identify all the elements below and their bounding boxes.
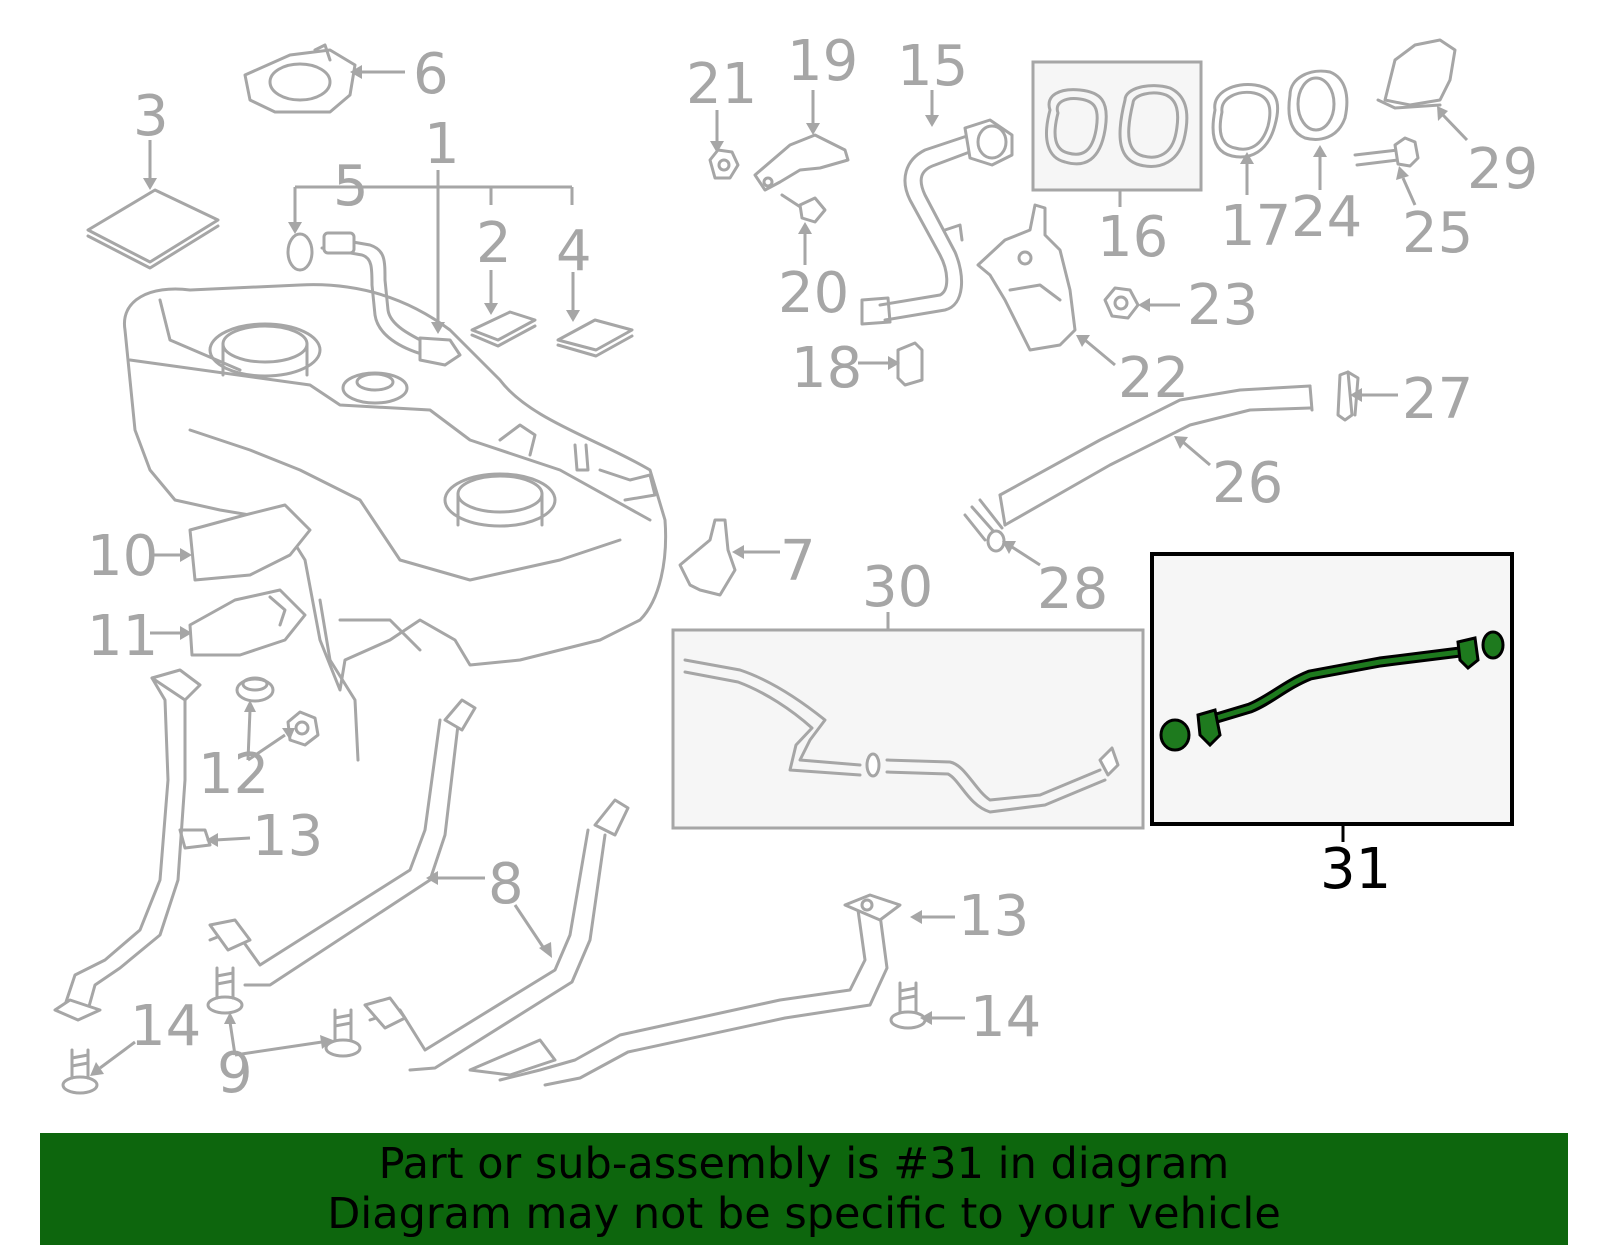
callout-12: 12 xyxy=(198,742,269,807)
part-14-bolt-right[interactable] xyxy=(889,981,927,1030)
part-27-clip[interactable] xyxy=(1336,370,1360,422)
part-13-strap-left[interactable] xyxy=(53,668,212,1022)
leader-lines xyxy=(90,65,1469,1076)
part-21-nut[interactable] xyxy=(708,148,740,180)
part-23-nut[interactable] xyxy=(1103,286,1140,320)
part-26-hose[interactable] xyxy=(998,384,1314,527)
callout-3: 3 xyxy=(133,84,169,149)
callout-6: 6 xyxy=(413,42,449,107)
callout-13-left: 13 xyxy=(252,804,323,869)
part-9-bolt-b[interactable] xyxy=(324,1008,362,1058)
part-19-bracket[interactable] xyxy=(753,133,850,192)
part-7-bracket[interactable] xyxy=(678,518,737,597)
part-4-pad[interactable] xyxy=(556,318,634,358)
callout-5: 5 xyxy=(333,154,369,219)
banner-line-2: Diagram may not be specific to your vehi… xyxy=(327,1189,1281,1239)
callout-9: 9 xyxy=(217,1041,253,1106)
callout-20: 20 xyxy=(778,261,849,326)
part-18-clip[interactable] xyxy=(896,341,924,387)
fuel-tank[interactable] xyxy=(122,283,668,762)
callout-labels: 1 2 3 4 5 6 7 8 9 10 11 12 13 13 14 14 1… xyxy=(87,29,1538,1106)
part-31-highlight-box[interactable] xyxy=(1150,552,1514,826)
part-13-strap-right[interactable] xyxy=(468,893,902,1087)
part-22-bracket[interactable] xyxy=(976,203,1077,352)
callout-1: 1 xyxy=(424,112,460,177)
callout-22: 22 xyxy=(1118,346,1189,411)
callout-30: 30 xyxy=(862,555,933,620)
callout-29: 29 xyxy=(1467,137,1538,202)
callout-17: 17 xyxy=(1220,194,1291,259)
callout-18: 18 xyxy=(791,336,862,401)
part-15-filler-pipe[interactable] xyxy=(860,118,1014,326)
part-5-vent-hose[interactable] xyxy=(286,231,462,367)
part-17-seal[interactable] xyxy=(1211,82,1280,159)
callout-31: 31 xyxy=(1320,837,1391,902)
callout-21: 21 xyxy=(686,52,757,117)
callout-11: 11 xyxy=(87,604,158,669)
callout-8: 8 xyxy=(488,852,524,917)
callout-25: 25 xyxy=(1402,201,1473,266)
part-3-pad[interactable] xyxy=(86,188,220,270)
part-16-seal-box[interactable] xyxy=(1031,60,1203,192)
callout-10: 10 xyxy=(87,524,158,589)
callout-13-right: 13 xyxy=(958,884,1029,949)
callout-4: 4 xyxy=(556,219,592,284)
part-28-clamp[interactable] xyxy=(963,498,1006,553)
callout-14-left: 14 xyxy=(130,994,201,1059)
part-2-pad[interactable] xyxy=(470,310,537,348)
part-20-bolt[interactable] xyxy=(780,193,827,224)
banner-line-1: Part or sub-assembly is #31 in diagram xyxy=(378,1139,1230,1189)
callout-19: 19 xyxy=(787,29,858,94)
callout-16: 16 xyxy=(1097,205,1168,270)
part-10-shield[interactable] xyxy=(188,503,312,582)
part-30-hose-assembly-box[interactable] xyxy=(671,628,1145,830)
callout-15: 15 xyxy=(897,34,968,99)
part-9-bolt-a[interactable] xyxy=(206,966,244,1015)
callout-23: 23 xyxy=(1187,273,1258,338)
info-banner: Part or sub-assembly is #31 in diagram D… xyxy=(40,1133,1568,1245)
part-14-bolt-left[interactable] xyxy=(61,1048,99,1095)
part-25-bolt[interactable] xyxy=(1353,136,1420,168)
callout-7: 7 xyxy=(780,529,816,594)
callout-14-right: 14 xyxy=(970,985,1041,1050)
callout-27: 27 xyxy=(1402,367,1473,432)
part-24-ring[interactable] xyxy=(1287,69,1349,141)
callout-24: 24 xyxy=(1291,185,1362,250)
part-12-grommet[interactable] xyxy=(235,676,275,703)
part-11-shield[interactable] xyxy=(188,588,307,657)
part-8-strap-b[interactable] xyxy=(363,798,630,1072)
part-6-bracket[interactable] xyxy=(243,43,357,114)
part-29-cap[interactable] xyxy=(1376,38,1457,110)
callout-28: 28 xyxy=(1037,557,1108,622)
callout-2: 2 xyxy=(476,211,512,276)
callout-26: 26 xyxy=(1212,451,1283,516)
